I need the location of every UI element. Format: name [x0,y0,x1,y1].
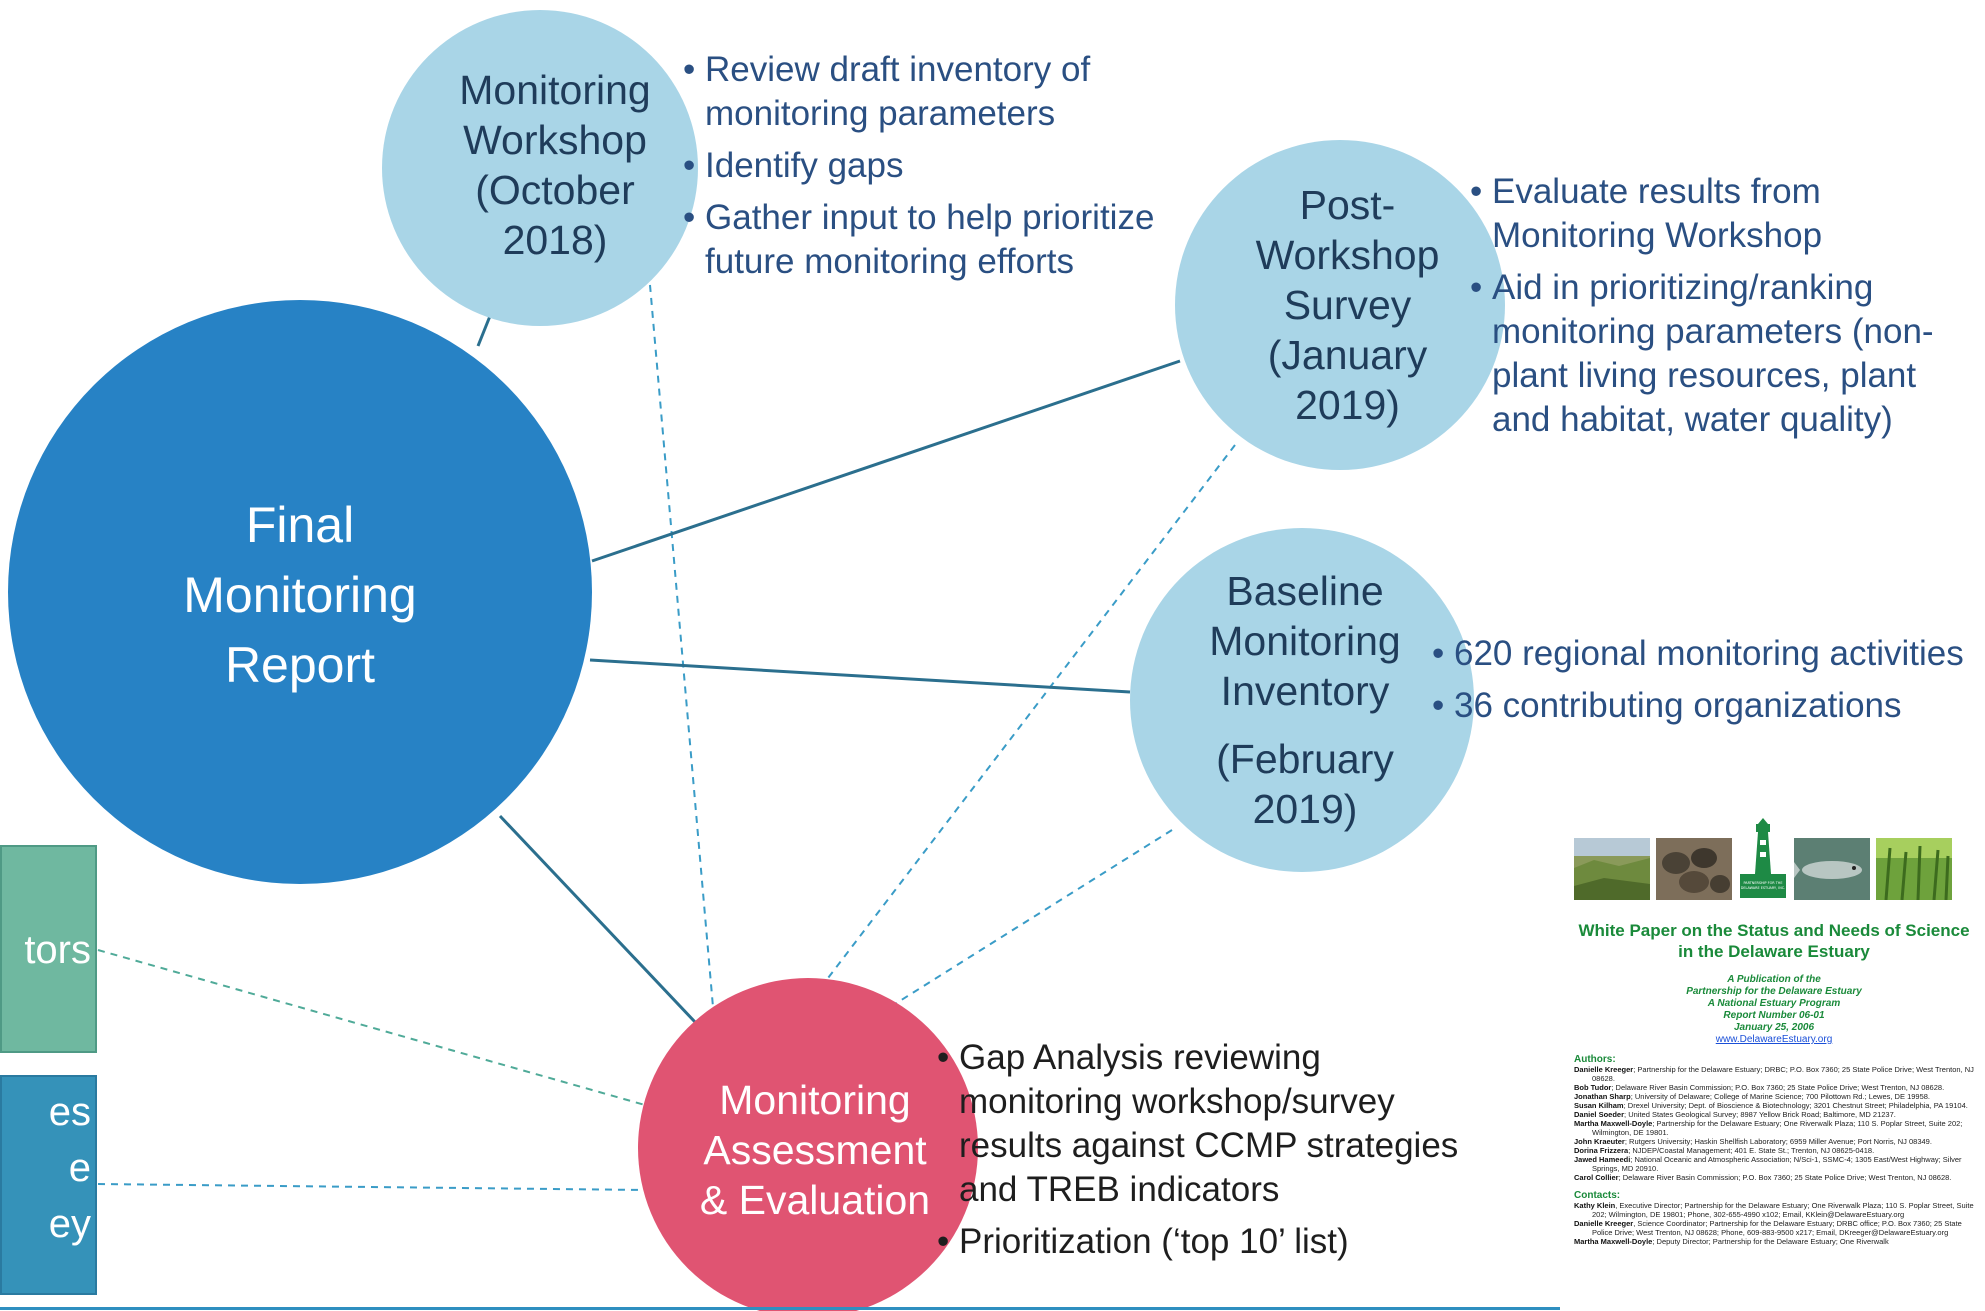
survey-label: Post- Workshop Survey (January 2019) [1255,182,1440,428]
author-line: Bob Tudor; Delaware River Basin Commissi… [1574,1083,1945,1092]
author-line: Susan Kilham; Drexel University; Dept. o… [1574,1101,1968,1110]
author-line: Dorina Frizzera; NJDEP/Coastal Managemen… [1574,1146,1875,1155]
teal-box-text-1: es [48,1090,91,1134]
contact-line: Danielle Kreeger, Science Coordinator; P… [1574,1219,1962,1237]
assessment-bullet-2: Prioritization (‘top 10’ list) [937,1220,1482,1264]
inventory-bullets: 620 regional monitoring activities 36 co… [1432,632,1977,736]
white-paper-publication: A Publication of the Partnership for the… [1686,974,1862,1033]
workshop-bullets: Review draft inventory of monitoring par… [683,48,1203,292]
teal-box-text-2: e [68,1146,91,1190]
assessment-bullets: Gap Analysis reviewing monitoring worksh… [937,1036,1482,1272]
connector-report-assessment [498,814,697,1024]
inventory-circle [1130,528,1474,872]
inventory-bullet-2: 36 contributing organizations [1432,684,1977,728]
survey-circle [1175,140,1505,470]
workshop-bullet-2: Identify gaps [683,144,1203,188]
contact-line: Martha Maxwell-Doyle; Deputy Director; P… [1574,1237,1889,1246]
connector-report-workshop [476,315,492,347]
assessment-label: Monitoring Assessment & Evaluation [699,1077,931,1223]
fish-photo [1794,838,1870,900]
survey-bullet-2: Aid in prioritizing/ranking monitoring p… [1470,266,1975,442]
author-line: Carol Collier; Delaware River Basin Comm… [1574,1173,1952,1182]
white-paper-authors: Danielle Kreeger; Partnership for the De… [1574,1065,1974,1182]
white-paper-thumbnail: PARTNERSHIP FOR THE DELAWARE ESTUARY, IN… [1574,800,1974,1311]
workshop-circle [382,10,698,326]
dashed-connector-teal-box-assessment [97,1183,646,1191]
connector-report-inventory [589,658,1131,694]
plants-photo [1876,838,1952,900]
dashed-connector-workshop-assessment [649,284,716,1031]
teal-box-text-3: ey [48,1202,91,1246]
dashed-connector-inventory-assessment [894,829,1173,1005]
crab-photo [1656,838,1732,900]
author-line: Martha Maxwell-Doyle; Partnership for th… [1574,1119,1963,1137]
white-paper-authors-heading: Authors: [1574,1054,1616,1065]
dashed-connector-survey-assessment [824,444,1236,983]
workshop-bullet-1: Review draft inventory of monitoring par… [683,48,1203,136]
author-line: Jawed Hameedi; National Oceanic and Atmo… [1574,1155,1962,1173]
author-line: Jonathan Sharp; University of Delaware; … [1574,1092,1931,1101]
author-line: John Kraeuter; Rutgers University; Haski… [1574,1137,1932,1146]
author-line: Danielle Kreeger; Partnership for the De… [1574,1065,1974,1083]
connector-report-survey [591,359,1181,563]
white-paper-contacts-heading: Contacts: [1574,1190,1621,1201]
green-box-text: tors [24,928,91,972]
workshop-bullet-3: Gather input to help prioritize future m… [683,196,1203,284]
white-paper-contacts: Kathy Klein, Executive Director; Partner… [1574,1201,1974,1246]
lighthouse-logo: PARTNERSHIP FOR THE DELAWARE ESTUARY, IN… [1738,818,1788,900]
svg-text:PARTNERSHIP FOR THE: PARTNERSHIP FOR THE [1743,881,1782,885]
author-line: Daniel Soeder; United States Geological … [1574,1110,1896,1119]
white-paper-website-link[interactable]: www.DelawareEstuary.org [1715,1034,1833,1045]
white-paper-photo-strip: PARTNERSHIP FOR THE DELAWARE ESTUARY, IN… [1574,800,1974,900]
contact-line: Kathy Klein, Executive Director; Partner… [1574,1201,1974,1219]
white-paper-title: White Paper on the Status and Needs of S… [1578,921,1970,961]
assessment-bullet-1: Gap Analysis reviewing monitoring worksh… [937,1036,1482,1212]
survey-bullet-1: Evaluate results from Monitoring Worksho… [1470,170,1975,258]
survey-bullets: Evaluate results from Monitoring Worksho… [1470,170,1975,450]
inventory-bullet-1: 620 regional monitoring activities [1432,632,1977,676]
final-report-label: Final Monitoring Report [183,497,417,693]
green-side-box: tors [0,845,97,1053]
workshop-label: Monitoring Workshop (October 2018) [459,67,651,263]
teal-side-box: es e ey [0,1075,97,1295]
marsh-photo [1574,838,1650,900]
inventory-label: Baseline Monitoring Inventory (February … [1209,568,1401,832]
svg-text:DELAWARE ESTUARY, INC.: DELAWARE ESTUARY, INC. [1741,886,1785,890]
dashed-connector-green-box-assessment [97,949,646,1106]
assessment-circle [638,978,978,1311]
final-report-circle [8,300,592,884]
bottom-rule [0,1307,1560,1310]
